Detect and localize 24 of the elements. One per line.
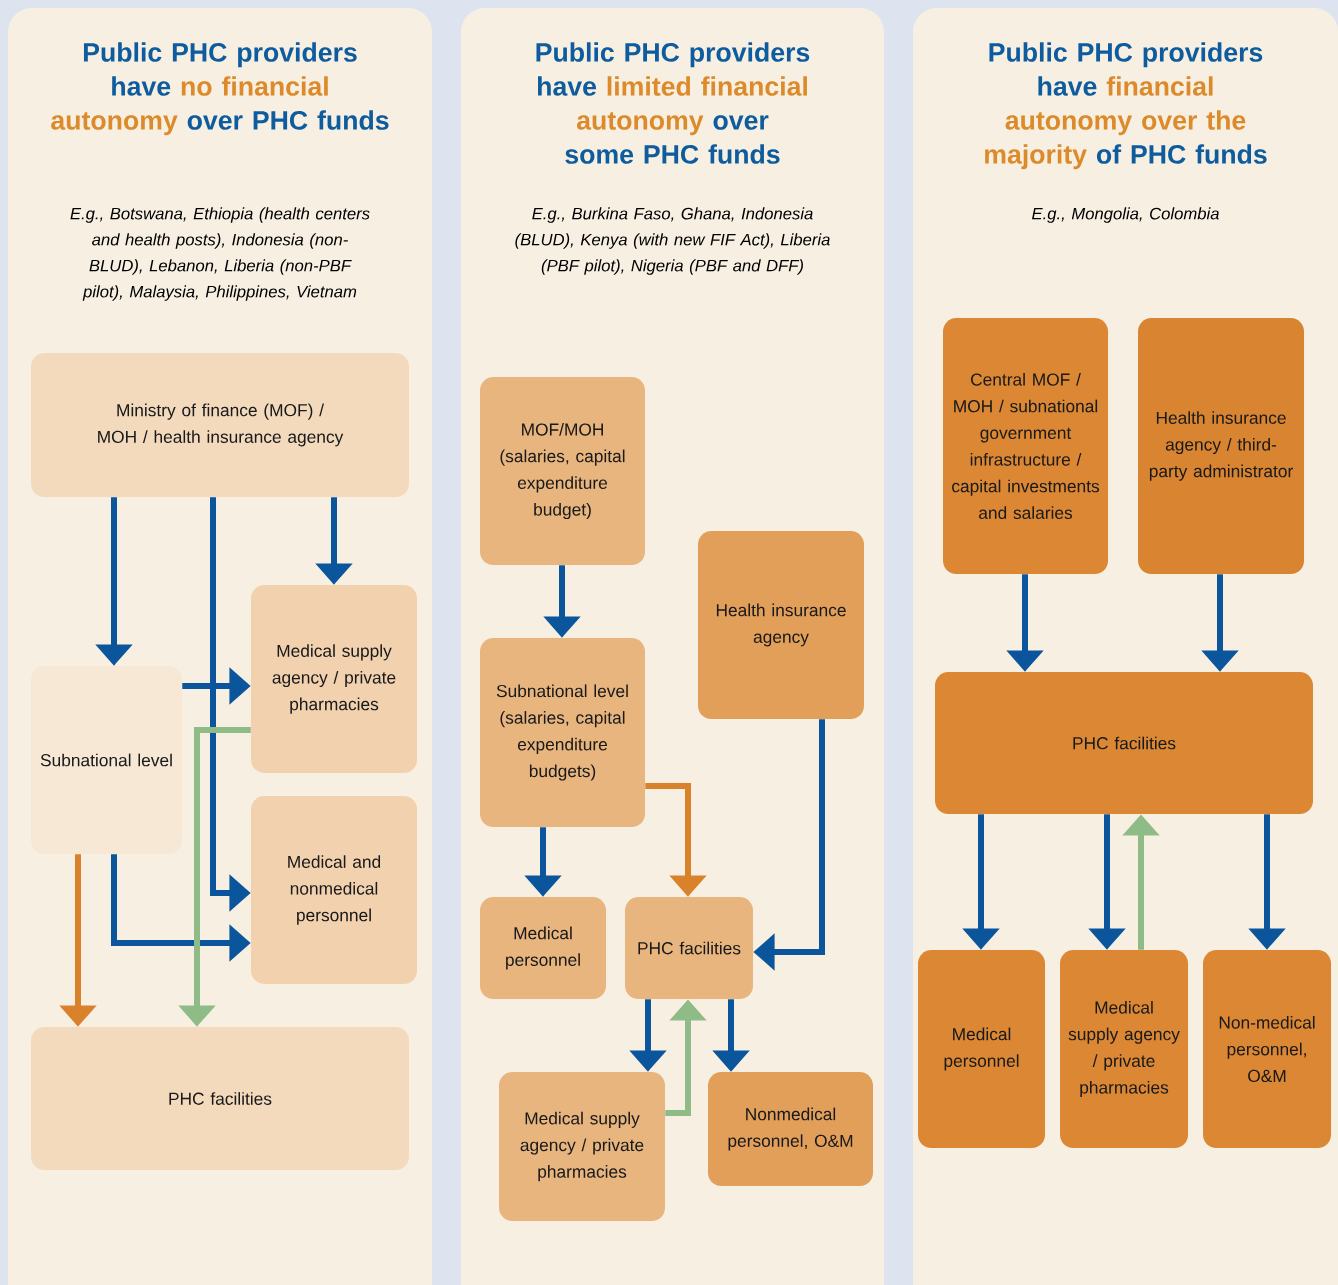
process-box: Subnational level (salaries, capital expenditure budgets) <box>480 638 645 827</box>
process-box: Medical supply agency / private pharmacies <box>499 1072 665 1221</box>
process-box: PHC facilities <box>935 672 1313 814</box>
process-box: Medical supply agency / private pharmacies <box>251 585 417 773</box>
panel-title: Public PHC providers have no financial autonomy over PHC funds <box>51 42 389 136</box>
process-box: Medical supply agency / private pharmacies <box>1060 950 1188 1148</box>
example-countries: E.g., Mongolia, Colombia <box>1032 207 1219 223</box>
process-box: Central MOF / MOH / subnational government infrastructure / capital investments and salaries <box>943 318 1108 574</box>
panel-title: Public PHC providers have limited financial autonomy over some PHC funds <box>536 42 810 164</box>
process-box: Medical personnel <box>918 950 1045 1148</box>
process-box: Subnational level <box>31 666 182 854</box>
process-box: Nonmedical personnel, O&M <box>708 1072 873 1186</box>
process-box: MOF/MOH (salaries, capital expenditure budget) <box>480 377 645 565</box>
example-countries: E.g., Burkina Faso, Ghana, Indonesia (BLUD), Kenya (with new FIF Act), Liberia (PBF pilot), Nigeria (PBF and DFF) <box>515 207 830 275</box>
process-box: Ministry of finance (MOF) / MOH / health insurance agency <box>31 353 409 497</box>
process-box: PHC facilities <box>625 897 753 999</box>
process-box: Health insurance agency / third-party administrator <box>1138 318 1304 574</box>
process-box: Health insurance agency <box>698 531 864 719</box>
process-box: PHC facilities <box>31 1027 409 1170</box>
panel-title: Public PHC providers have financial autonomy over the majority of PHC funds <box>985 42 1267 170</box>
example-countries: E.g., Botswana, Ethiopia (health centers and health posts), Indonesia (non-BLUD), Lebanon, Liberia (non-PBF pilot), Malaysia, Philippines, Vietnam <box>70 207 370 301</box>
process-box: Medical personnel <box>480 897 606 999</box>
process-box: Medical and nonmedical personnel <box>251 796 417 984</box>
process-box: Non-medical personnel, O&M <box>1203 950 1331 1148</box>
